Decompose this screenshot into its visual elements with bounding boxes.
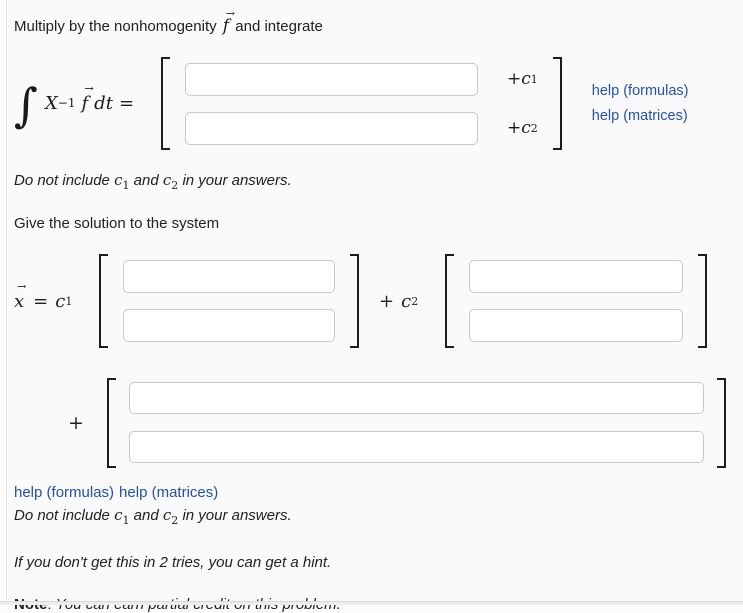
instruction-title: Multiply by the nonhomogenity f→ and int… (14, 0, 743, 36)
f-vector-symbol: f→ (81, 81, 94, 114)
c1-vector-matrix (123, 260, 335, 342)
equals-sign: = (33, 290, 49, 312)
particular-input-row2[interactable] (128, 431, 704, 463)
matrix-bracket-right (716, 377, 726, 468)
matrix-X-symbol: X (44, 92, 58, 114)
vector-arrow: → (225, 7, 235, 20)
c1-vector-input-row1[interactable] (123, 260, 335, 293)
matrix-bracket-right (552, 57, 562, 150)
problem-panel: Multiply by the nonhomogenity f→ and int… (6, 0, 743, 613)
give-solution-text: Give the solution to the system (14, 215, 220, 232)
help-formulas-link[interactable]: help (formulas) (591, 82, 689, 99)
title-prefix: Multiply by the nonhomogenity (14, 18, 217, 35)
integral-answer-input-row2[interactable] (185, 111, 478, 145)
help-links-column: help (formulas) help (matrices) (592, 79, 689, 129)
matrix-bracket-left (106, 377, 116, 468)
section-divider (0, 601, 743, 605)
vector-arrow: → (84, 81, 94, 95)
help-matrices-link[interactable]: help (matrices) (591, 107, 688, 124)
matrix-bracket-left (161, 57, 170, 150)
particular-input-row1[interactable] (128, 382, 704, 414)
matrix-bracket-left (445, 254, 455, 348)
c2-vector-input-row2[interactable] (469, 309, 684, 342)
do-not-include-note: Do not include c1 and c2 in your answers… (14, 171, 292, 192)
help-formulas-link[interactable]: help (formulas) (14, 484, 115, 501)
c2-vector-input-row1[interactable] (469, 260, 684, 293)
do-not-include-note: Do not include c1 and c2 in your answers… (14, 506, 292, 527)
vector-arrow: → (17, 279, 26, 293)
particular-solution-row: + (14, 377, 743, 468)
inverse-exponent: −1 (57, 96, 76, 111)
c1-vector-input-row2[interactable] (123, 309, 335, 342)
x-vector-symbol: x→ (14, 279, 26, 312)
plus-sign: + (68, 411, 84, 434)
matrix-bracket-right (698, 254, 708, 348)
integral-sign: ∫ (14, 78, 38, 133)
footer-help-links: help (formulas)help (matrices) (14, 484, 743, 501)
c1-symbol: c (55, 290, 66, 312)
dt-symbol: dt (94, 92, 113, 114)
particular-solution-matrix (128, 382, 704, 463)
help-matrices-link[interactable]: help (matrices) (119, 484, 219, 501)
integral-answer-input-row1[interactable] (185, 62, 478, 96)
integral-lhs: ∫ X−1 f→ dt = (14, 78, 161, 133)
matrix-bracket-left (99, 254, 108, 348)
c2-vector-matrix (469, 260, 684, 342)
title-suffix: and integrate (235, 18, 323, 35)
hint-text: If you don't get this in 2 tries, you ca… (14, 554, 332, 571)
f-vector-symbol: f→ (222, 7, 235, 36)
integral-answer-matrix (185, 62, 478, 145)
matrix-bracket-right (350, 254, 359, 348)
equals-sign: = (118, 92, 135, 114)
